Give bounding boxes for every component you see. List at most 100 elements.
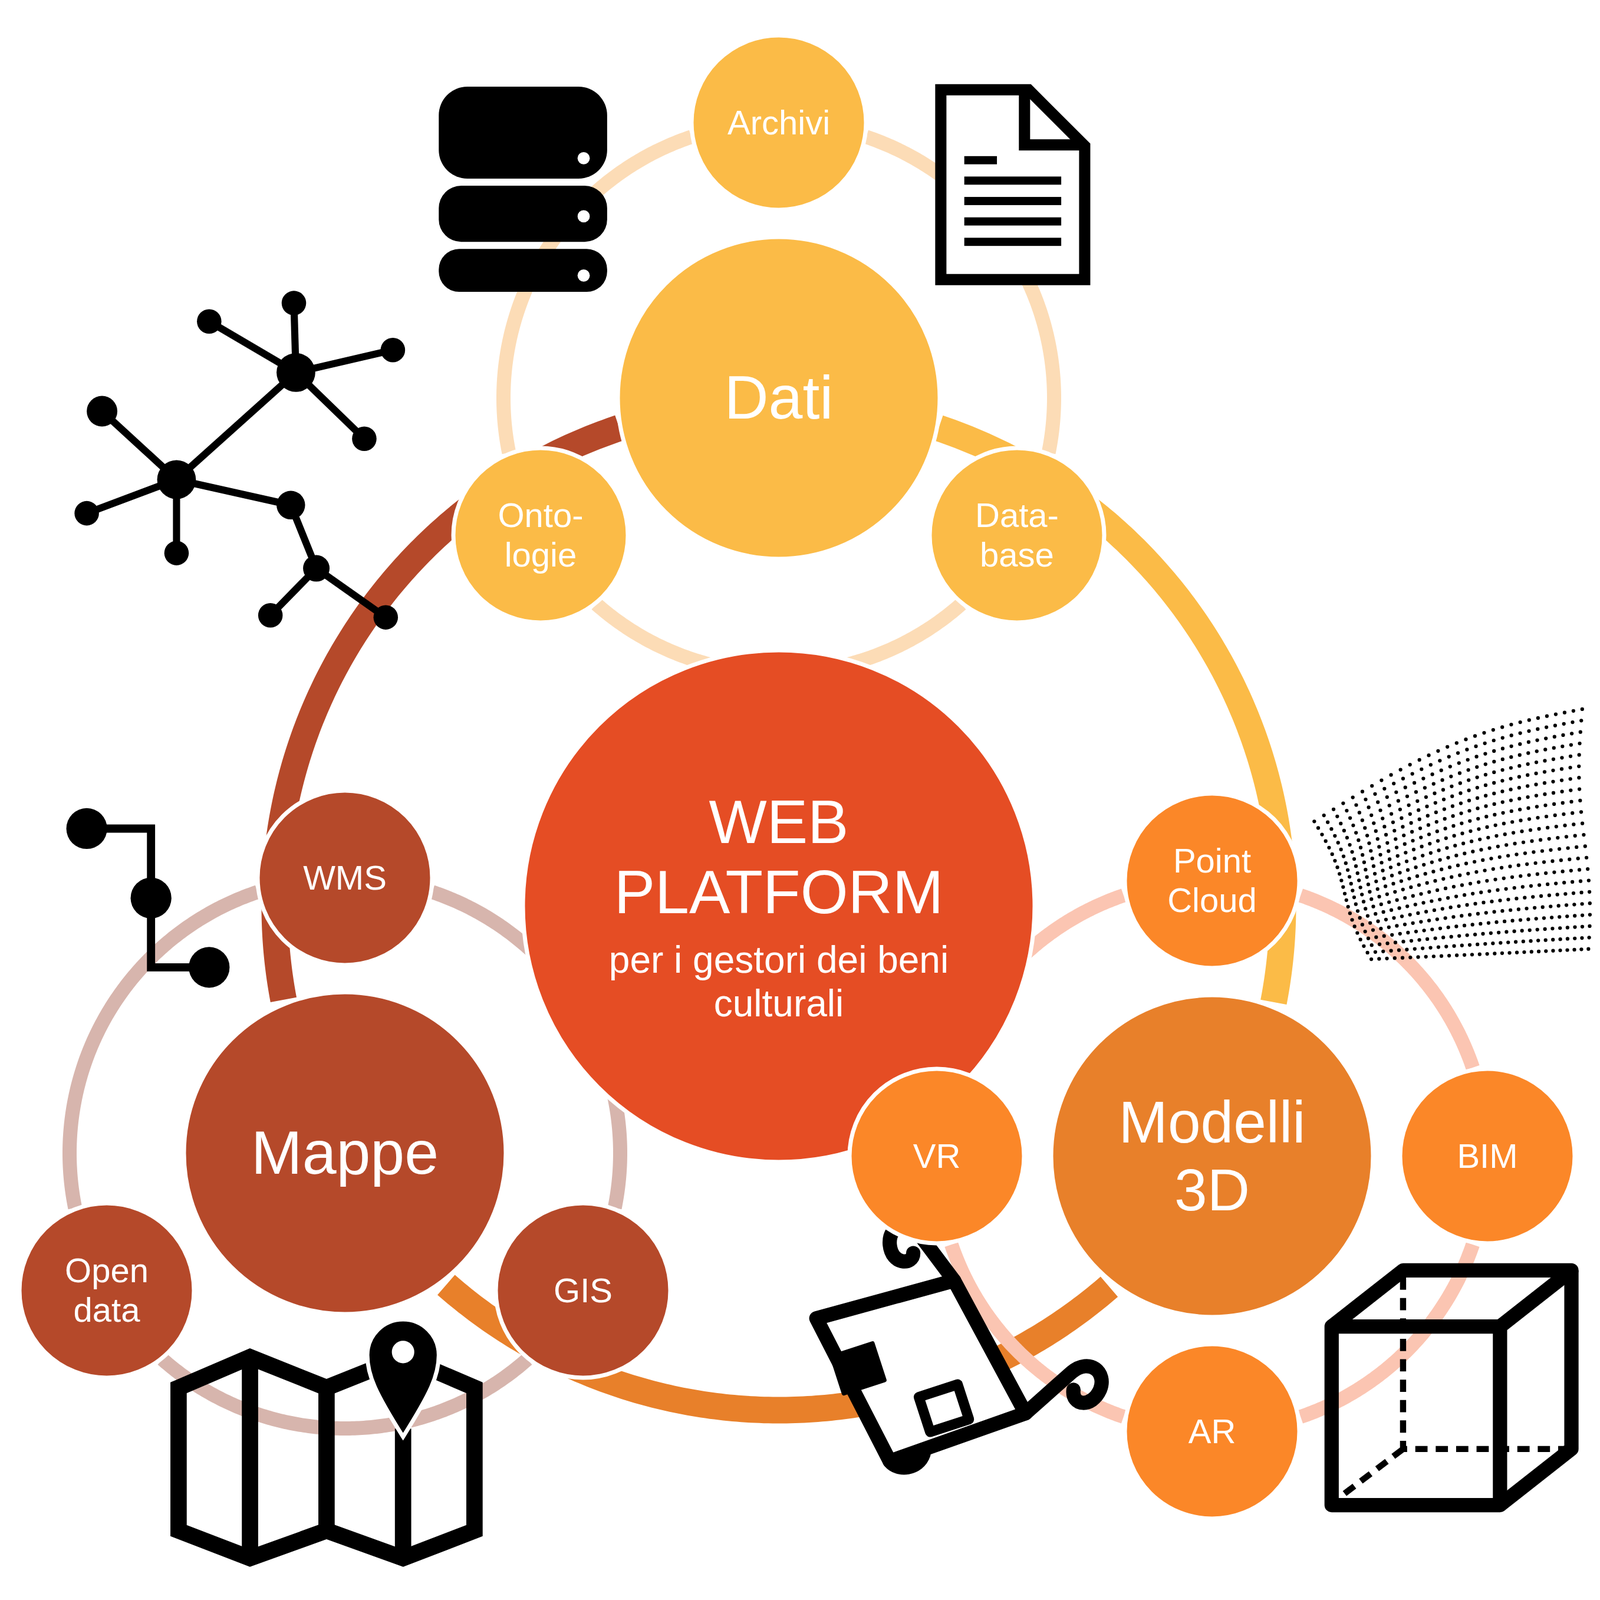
- cloud-dot: [1579, 718, 1583, 723]
- cloud-dot: [1562, 710, 1567, 715]
- cloud-dot: [1586, 947, 1590, 951]
- cloud-dot: [1405, 794, 1409, 799]
- network-icon: [281, 290, 307, 316]
- cloud-dot: [1500, 725, 1504, 729]
- node-title: AR: [1188, 1411, 1237, 1452]
- cloud-dot: [1506, 940, 1510, 944]
- node-title: Data- base: [957, 495, 1076, 575]
- cloud-dot: [1580, 821, 1585, 826]
- cloud-dot: [1374, 879, 1378, 884]
- cloud-dot: [1483, 762, 1488, 766]
- circle-fill: [19, 1203, 194, 1378]
- circle-fill: [453, 448, 628, 623]
- cloud-dot: [1473, 733, 1477, 738]
- cloud-dot: [1500, 811, 1505, 815]
- cloud-dot: [1375, 837, 1380, 841]
- cloud-dot: [1416, 911, 1420, 915]
- cloud-dot: [1577, 764, 1581, 769]
- cloud-dot: [1401, 833, 1406, 838]
- cloud-dot: [1534, 760, 1539, 765]
- cloud-dot: [1548, 904, 1553, 908]
- cloud-dot: [1452, 944, 1456, 948]
- cloud-dot: [1574, 845, 1579, 849]
- cloud-dot: [1371, 928, 1375, 933]
- cloud-dot: [1322, 813, 1326, 818]
- cloud-dot: [1457, 933, 1461, 938]
- cloud-dot: [1588, 912, 1592, 917]
- cloud-dot: [1358, 885, 1363, 890]
- cloud-dot: [1545, 714, 1549, 719]
- cloud-dot: [1382, 787, 1386, 791]
- cloud-dot: [1454, 853, 1458, 858]
- cloud-dot: [1570, 720, 1575, 724]
- cloud-dot: [1431, 954, 1436, 958]
- cloud-dot: [1341, 885, 1345, 890]
- cloud-dot: [1533, 861, 1537, 865]
- cloud-dot: [1493, 877, 1497, 882]
- node-title: Archivi: [727, 103, 831, 143]
- text-group: Point Cloud: [1144, 841, 1280, 920]
- cloud-dot: [1319, 832, 1324, 836]
- cloud-dot: [1358, 937, 1363, 942]
- cloud-dot: [1526, 917, 1530, 921]
- cloud-dot: [1433, 936, 1437, 940]
- cloud-dot: [1371, 821, 1376, 825]
- cloud-dot: [1337, 871, 1342, 876]
- cloud-dot: [1374, 829, 1378, 834]
- cloud-dot: [1462, 851, 1467, 856]
- cloud-dot: [1403, 850, 1408, 855]
- cloud-dot: [1534, 793, 1539, 798]
- cloud-dot: [1366, 805, 1371, 809]
- cloud-dot: [1435, 829, 1440, 834]
- cloud-dot: [1442, 797, 1446, 802]
- cloud-dot: [1386, 849, 1391, 854]
- node-title: Mappe: [251, 1117, 439, 1189]
- cloud-dot: [1494, 834, 1499, 838]
- cube-icon: [1338, 1277, 1565, 1499]
- cloud-dot: [1424, 909, 1428, 914]
- cloud-dot: [1550, 926, 1555, 931]
- cloud-dot: [1413, 902, 1418, 907]
- cloud-dot: [1503, 832, 1507, 836]
- cloud-dot: [1498, 940, 1503, 945]
- database-icon: [577, 269, 591, 282]
- cloud-dot: [1565, 947, 1569, 952]
- cloud-dot: [1388, 865, 1393, 869]
- database-icon: [438, 86, 608, 292]
- cloud-dot: [1476, 880, 1481, 884]
- cloud-dot: [1500, 800, 1505, 805]
- circle-fill: [1051, 995, 1374, 1318]
- cloud-dot: [1391, 781, 1396, 786]
- cloud-dot: [1378, 808, 1382, 812]
- cloud-dot: [1514, 896, 1519, 901]
- cloud-dot: [1361, 944, 1366, 948]
- cloud-dot: [1489, 931, 1493, 936]
- cloud-dot: [1512, 929, 1516, 934]
- cloud-dot: [1350, 917, 1354, 922]
- cloud-dot: [1571, 822, 1576, 826]
- document-icon: [964, 237, 1062, 246]
- cloud-dot: [1361, 899, 1366, 904]
- cloud-dot: [1417, 758, 1422, 762]
- cloud-dot: [1561, 869, 1565, 874]
- database-icon: [577, 210, 591, 223]
- cloud-dot: [1487, 845, 1492, 850]
- cloud-dot: [1512, 886, 1517, 890]
- text-group: Open data: [38, 1250, 175, 1330]
- cloud-dot: [1450, 794, 1454, 799]
- cloud-dot: [1518, 917, 1523, 922]
- cloud-dot: [1485, 878, 1489, 883]
- node-title: VR: [913, 1136, 961, 1177]
- cloud-dot: [1475, 796, 1480, 800]
- network-icon: [373, 604, 398, 630]
- cloud-dot: [1585, 867, 1590, 871]
- cloud-dot: [1483, 942, 1487, 946]
- cloud-dot: [1492, 749, 1496, 753]
- cloud-dot: [1500, 778, 1504, 783]
- cloud-dot: [1509, 798, 1513, 802]
- cloud-dot: [1543, 938, 1548, 943]
- cloud-dot: [1572, 902, 1576, 907]
- cloud-dot: [1419, 919, 1423, 924]
- cloud-dot: [1457, 771, 1462, 775]
- cloud-dot: [1324, 839, 1328, 844]
